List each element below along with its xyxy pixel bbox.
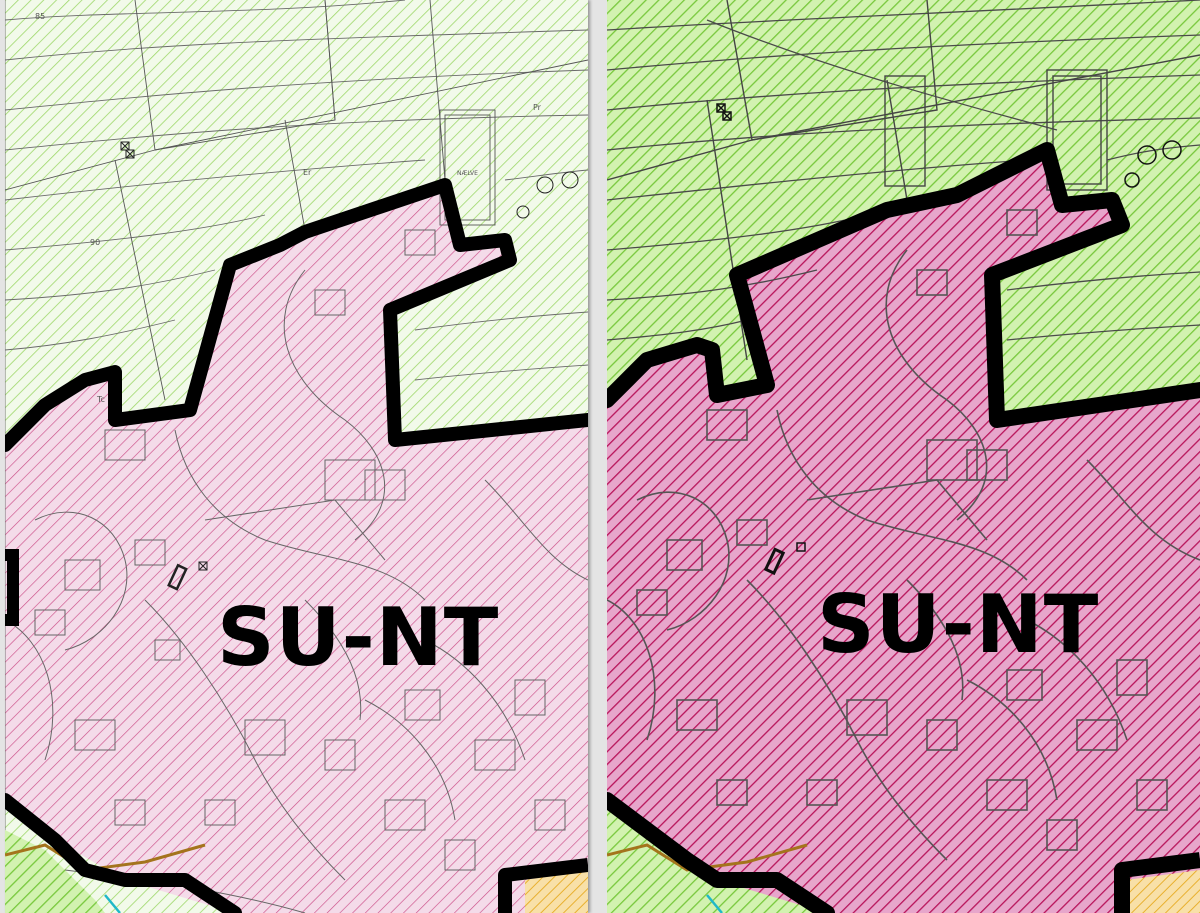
contour-label-85: 85 <box>35 12 46 21</box>
zone-boundary-bottom-right <box>1114 852 1200 913</box>
map-panel-left[interactable]: 85 90 Pr Er Tc NÆLVE SU-NT <box>5 0 588 913</box>
contour-lines <box>607 0 1200 341</box>
orange-zone <box>525 870 588 913</box>
urban-structure <box>607 209 1200 861</box>
map-panel-right[interactable]: SU-NT <box>607 0 1200 913</box>
zone-label-su-nt: SU-NT <box>217 591 500 684</box>
building-label: NÆLVE <box>457 170 478 177</box>
cyan-line <box>706 894 723 913</box>
survey-markers <box>120 141 579 591</box>
parcel-label-tc: Tc <box>97 395 105 404</box>
parcel-lines <box>5 0 588 401</box>
zone-boundary-left-notch <box>5 549 19 626</box>
zone-boundary <box>5 178 588 452</box>
contour-label-90: 90 <box>90 238 101 247</box>
map-canvas-right <box>607 0 1200 913</box>
map-canvas-left <box>5 0 588 913</box>
survey-markers <box>716 103 1182 576</box>
orange-zone <box>1127 870 1200 913</box>
green-dense-zone <box>607 830 707 913</box>
zone-boundary-bottom <box>607 792 835 913</box>
zone-boundary-bottom <box>5 793 242 913</box>
zone-boundary <box>607 142 1200 428</box>
parcel-label-er: Er <box>303 168 312 177</box>
brown-line <box>607 843 808 872</box>
urban-structure <box>5 229 588 913</box>
parcel-lines <box>607 0 1200 361</box>
green-dense-zone <box>5 830 105 913</box>
contour-lines <box>5 0 588 913</box>
parcel-label-pr: Pr <box>533 103 541 112</box>
cyan-line <box>104 894 121 913</box>
zone-boundary-bottom-right <box>498 858 588 913</box>
zone-label-su-nt: SU-NT <box>817 578 1100 671</box>
